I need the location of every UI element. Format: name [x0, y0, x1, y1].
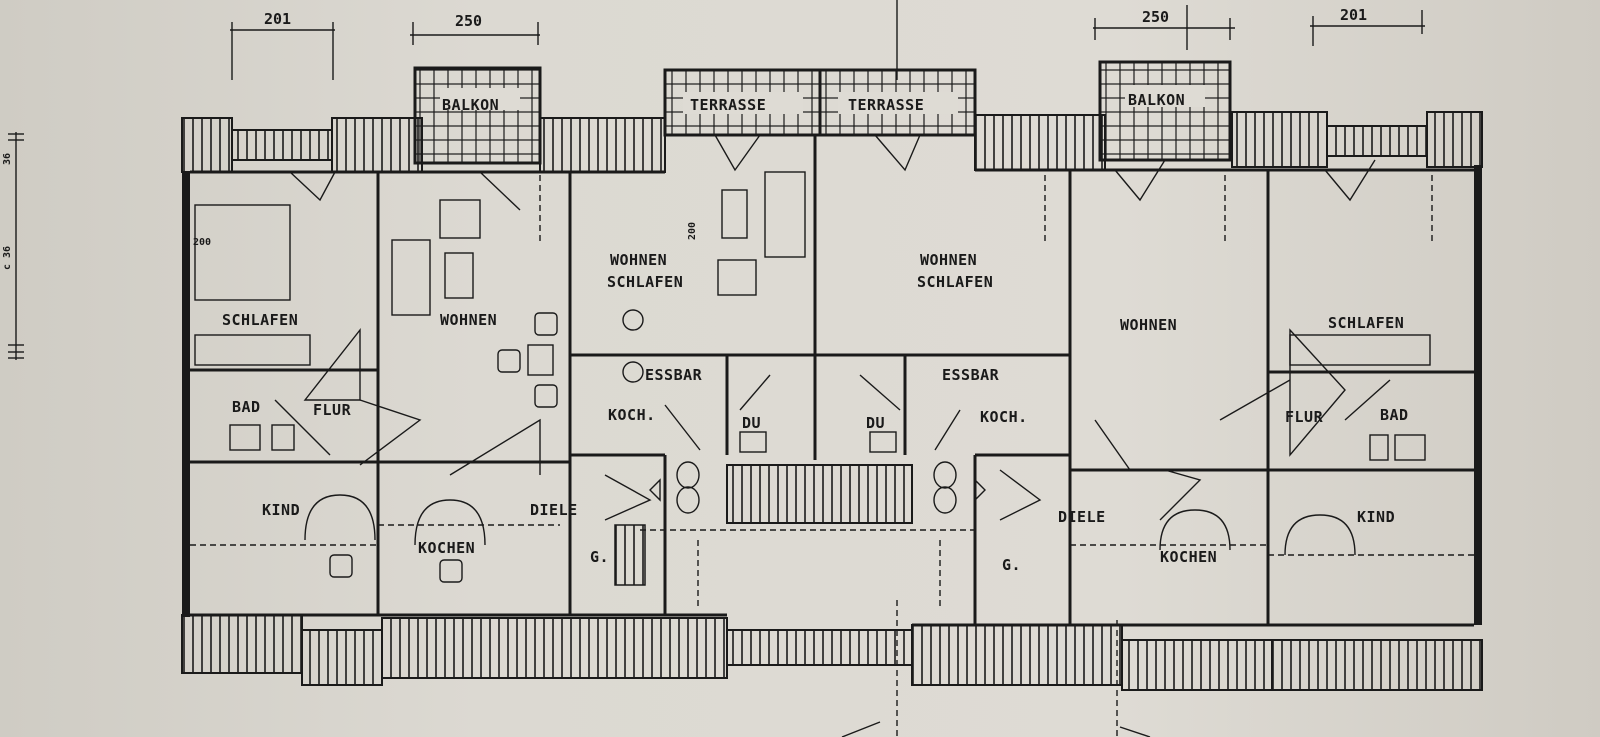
dimension-lines: [8, 0, 1425, 737]
overhead-lines: [190, 175, 1474, 610]
room-label-wohnen-schlafen-left-2: SCHLAFEN: [607, 273, 683, 291]
room-label-schlafen-left: SCHLAFEN: [222, 311, 298, 329]
furniture: [194, 171, 1431, 583]
room-label-schlafen-right: SCHLAFEN: [1328, 314, 1404, 332]
room-label-kind-right: KIND: [1357, 508, 1395, 526]
unit2-g-label: G.: [590, 548, 609, 566]
dim-top-left-b: 250: [455, 12, 482, 30]
unit3-g-label: G.: [1002, 556, 1021, 574]
outer-walls: [181, 111, 1483, 691]
room-label-flur-left: FLUR: [313, 401, 352, 419]
room-label-du-right: DU: [866, 414, 885, 432]
dim-top-right-b: 201: [1340, 6, 1367, 24]
room-label-bad-right: BAD: [1380, 406, 1409, 424]
room-label-terrasse-left: TERRASSE: [690, 96, 766, 114]
interior-walls: [190, 133, 1474, 627]
bed-dim-left: 200: [193, 237, 211, 248]
bed-dim-mid: 200: [687, 222, 698, 240]
room-label-terrasse-right: TERRASSE: [848, 96, 924, 114]
room-label-wohnen-left: WOHNEN: [440, 311, 497, 329]
dim-top-left-a: 201: [264, 10, 291, 28]
room-label-balkon-left: BALKON: [442, 96, 499, 114]
room-label-wohnen-right: WOHNEN: [1120, 316, 1177, 334]
room-label-essbar-left: ESSBAR: [645, 366, 703, 384]
room-label-koch-left: KOCH.: [608, 406, 656, 424]
room-label-kochen-right: KOCHEN: [1160, 548, 1217, 566]
room-label-flur-right: FLUR: [1285, 408, 1324, 426]
stairwell: [614, 464, 913, 586]
doors: [274, 134, 1391, 556]
outdoor-spaces: [413, 60, 1232, 165]
dim-left-side-b: c 36: [2, 246, 13, 270]
room-label-du-left: DU: [742, 414, 761, 432]
dim-left-side-a: 36: [2, 153, 13, 165]
room-label-wohnen-schlafen-left-1: WOHNEN: [610, 251, 667, 269]
room-label-diele-left: DIELE: [530, 501, 578, 519]
room-label-koch-right: KOCH.: [980, 408, 1028, 426]
room-label-kochen-left: KOCHEN: [418, 539, 475, 557]
room-label-diele-right: DIELE: [1058, 508, 1106, 526]
room-label-kind-left: KIND: [262, 501, 300, 519]
room-label-essbar-right: ESSBAR: [942, 366, 1000, 384]
room-label-bad-left: BAD: [232, 398, 261, 416]
room-label-wohnen-schlafen-right-1: WOHNEN: [920, 251, 977, 269]
dim-top-right-a: 250: [1142, 8, 1169, 26]
room-label-wohnen-schlafen-right-2: SCHLAFEN: [917, 273, 993, 291]
room-label-balkon-right: BALKON: [1128, 91, 1185, 109]
